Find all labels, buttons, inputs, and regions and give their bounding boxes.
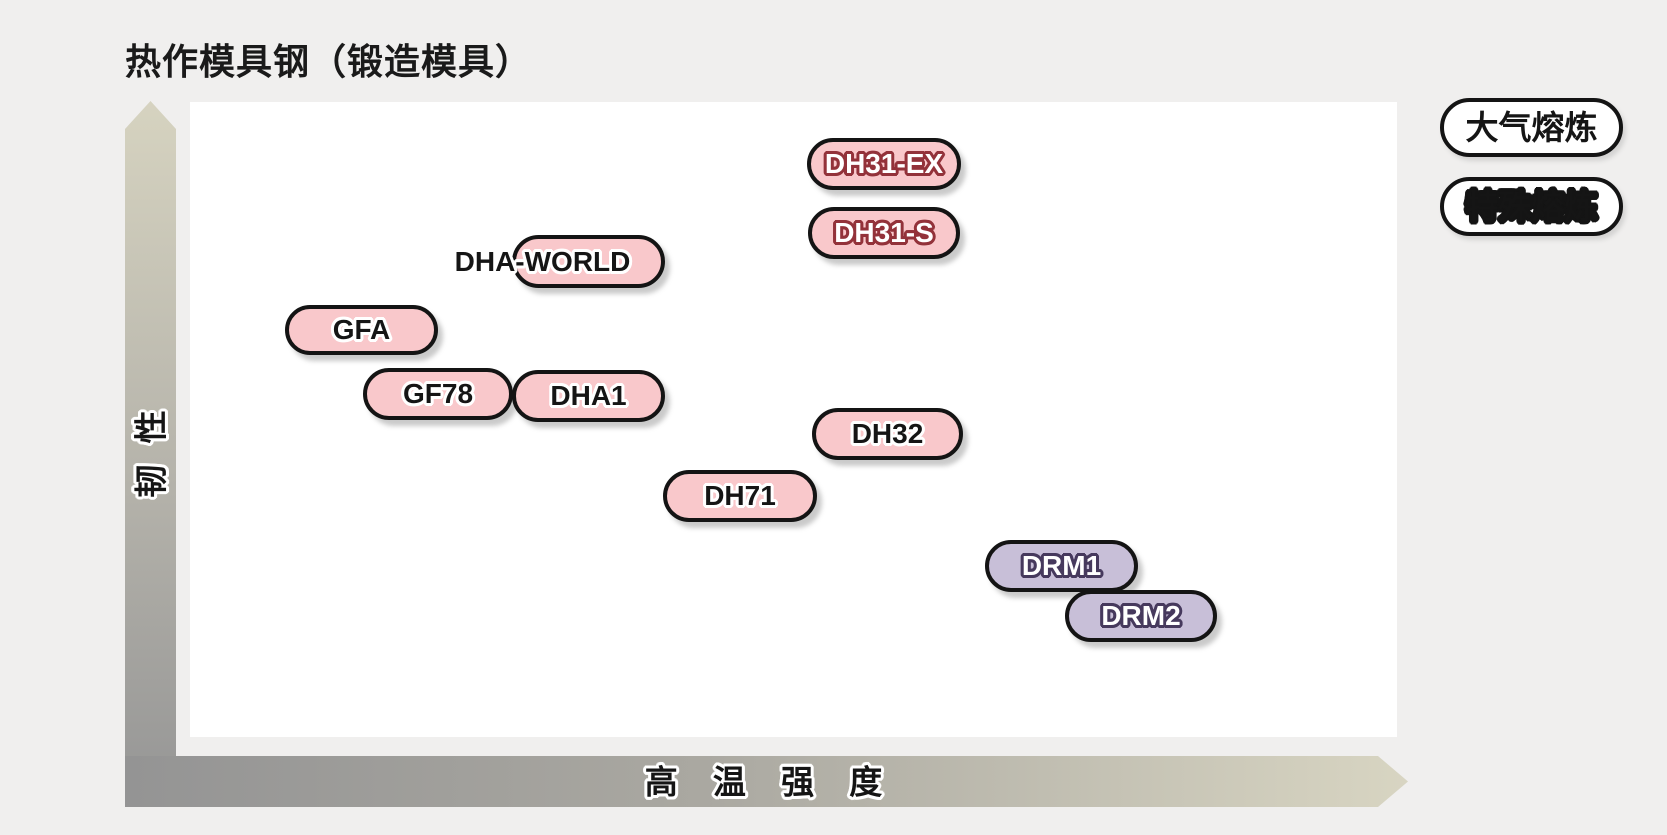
x-axis-arrow <box>125 756 1408 807</box>
legend-item-special-melting: 特殊熔炼 <box>1440 177 1623 236</box>
steel-pill-label: DHA-WORLD <box>454 245 631 277</box>
steel-pill-label: DH32 <box>851 418 924 449</box>
steel-pill-dh32: DH32 <box>812 408 963 460</box>
x-axis-label: 高 温 强 度 <box>644 763 896 801</box>
steel-pill-label: DH71 <box>704 480 776 511</box>
legend-item-atmospheric-melting: 大气熔炼 <box>1440 98 1623 157</box>
steel-pill-dha1: DHA1 <box>512 370 665 422</box>
steel-pill-drm1: DRM1 <box>985 540 1138 592</box>
steel-pill-label: DRM2 <box>1101 600 1181 631</box>
plot-area <box>190 102 1397 737</box>
steel-pill-label: GF78 <box>402 378 474 409</box>
steel-pill-dha-world: DHA-WORLD <box>455 235 665 288</box>
steel-pill-label: DH31-S <box>834 217 934 248</box>
page-title: 热作模具钢（锻造模具） <box>125 41 533 82</box>
y-axis-arrow <box>125 101 176 807</box>
steel-pill-label: DHA1 <box>550 380 627 411</box>
steel-pill-gf78: GF78 <box>363 368 513 420</box>
y-axis-label: 韧 性 <box>132 404 170 498</box>
legend-label: 特殊熔炼 <box>1465 188 1598 225</box>
legend-label: 大气熔炼 <box>1465 109 1598 146</box>
steel-pill-label: DRM1 <box>1021 550 1102 581</box>
steel-pill-dh31-s: DH31-S <box>808 207 960 259</box>
steel-pill-dh71: DH71 <box>663 470 817 522</box>
steel-pill-label: GFA <box>332 314 391 345</box>
steel-pill-drm2: DRM2 <box>1065 590 1217 642</box>
steel-pill-gfa: GFA <box>285 305 438 355</box>
steel-pill-dh31-ex: DH31-EX <box>807 138 961 190</box>
steel-pill-label: DH31-EX <box>824 148 944 179</box>
